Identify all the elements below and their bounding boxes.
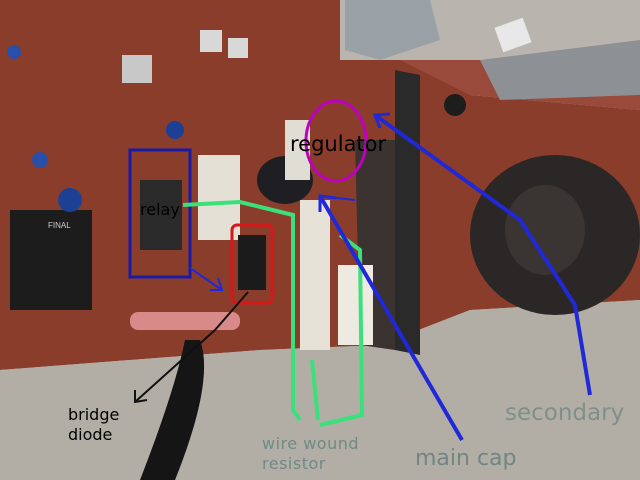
small-capacitor-3 <box>58 188 82 212</box>
white-sticker <box>494 17 532 53</box>
relay-label: relay <box>140 200 180 219</box>
wire-wound-resistor-label-line2: resistor <box>262 454 326 473</box>
power-cable <box>140 340 205 480</box>
ribbon-cable-right <box>480 40 640 100</box>
wire-resistor-line-left <box>182 199 302 422</box>
wire-wound-resistor-label: wire wound resistor <box>262 434 359 474</box>
push-button-2 <box>228 38 248 58</box>
ic-chip <box>10 210 92 310</box>
heat-sink <box>395 70 420 355</box>
regulator-label: regulator <box>290 132 387 156</box>
relay-arrowhead <box>210 277 224 291</box>
small-capacitor-2 <box>32 152 48 168</box>
small-capacitor <box>7 45 21 59</box>
small-capacitor-4 <box>166 121 184 139</box>
transistor <box>122 55 152 83</box>
main-cap-label: main cap <box>415 446 517 471</box>
small-capacitor-5 <box>444 94 466 116</box>
secondary-arrowhead <box>372 112 391 129</box>
red-resistor <box>130 312 240 330</box>
push-button <box>200 30 222 52</box>
bridge-diode-label: bridge diode <box>68 405 119 445</box>
flyback-core <box>505 185 585 275</box>
main-cap-line-top <box>319 195 356 201</box>
main-cap-arrow <box>318 194 464 442</box>
relay-arrow <box>189 267 223 291</box>
secondary-arrow <box>373 113 592 396</box>
bridge-diode-arrow <box>134 291 249 403</box>
ic-marking: FINAL <box>48 221 71 230</box>
relay-highlight-box <box>128 148 192 279</box>
bridge-diode-label-line2: diode <box>68 425 113 444</box>
bridge-diode-label-line1: bridge <box>68 405 120 424</box>
regulator-highlight-circle <box>304 99 368 183</box>
bridge-diode-arrowhead <box>134 390 148 404</box>
wire-resistor-line-mid <box>310 359 320 421</box>
wire-wound-resistor-label-line1: wire wound <box>262 434 359 453</box>
bridge-diode-highlight-box <box>230 223 274 305</box>
relay-component <box>140 180 182 250</box>
connector-block <box>300 200 330 350</box>
bridge-diode-component <box>238 235 266 290</box>
ribbon-cable <box>345 0 440 60</box>
secondary-label: secondary <box>505 400 625 426</box>
wire-resistor-line-right <box>319 233 365 427</box>
